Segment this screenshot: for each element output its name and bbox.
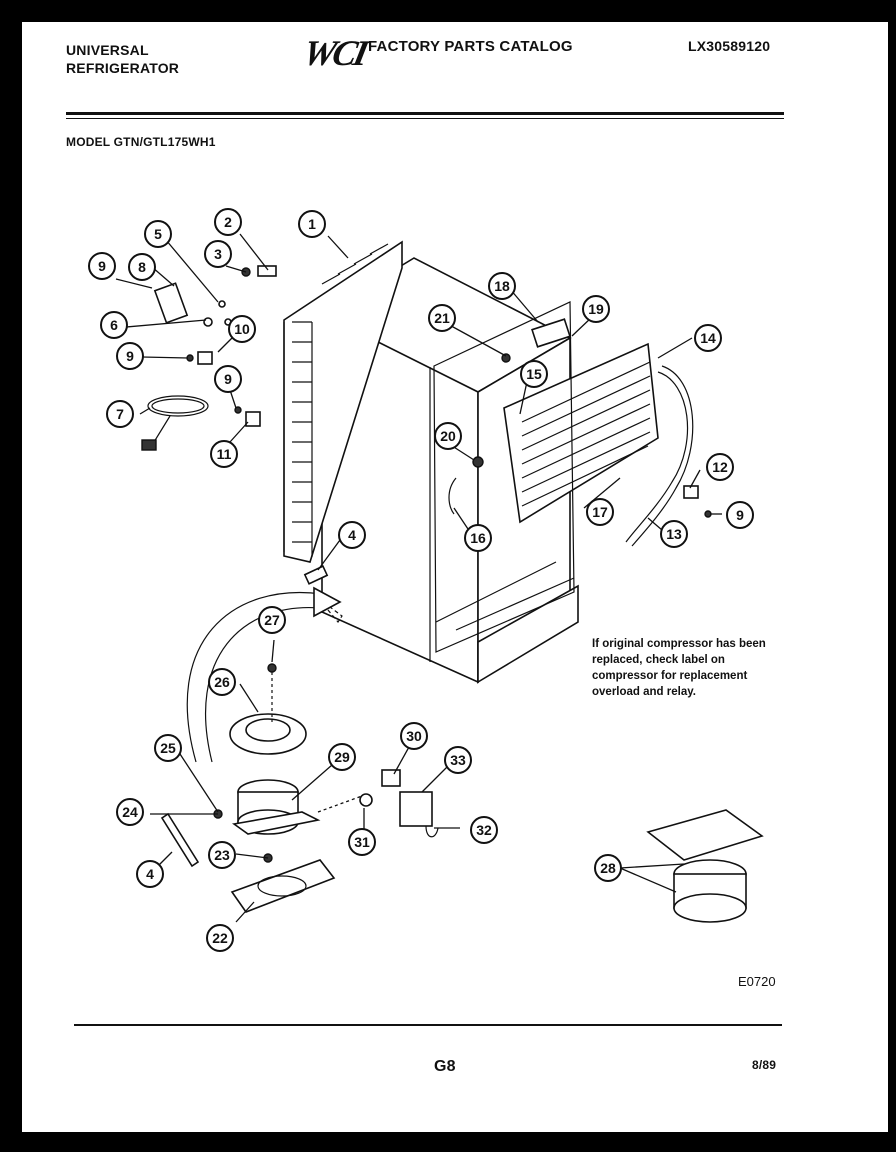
parts-catalog-page: UNIVERSAL REFRIGERATOR WCI FACTORY PARTS… xyxy=(22,22,888,1132)
callout-10-label: 10 xyxy=(234,321,250,337)
callout-6: 6 xyxy=(100,311,128,339)
evaporator xyxy=(503,342,694,547)
callout-4-a-label: 4 xyxy=(348,527,356,543)
diagram-code: E0720 xyxy=(738,974,776,989)
catalog-part-number: LX30589120 xyxy=(688,38,771,54)
callout-1: 1 xyxy=(298,210,326,238)
callout-1-label: 1 xyxy=(308,216,316,232)
callout-32: 32 xyxy=(470,816,498,844)
callout-19: 19 xyxy=(582,295,610,323)
callout-24-label: 24 xyxy=(122,804,138,820)
callout-7-label: 7 xyxy=(116,406,124,422)
catalog-title: FACTORY PARTS CATALOG xyxy=(368,38,573,55)
callout-9-b: 9 xyxy=(116,342,144,370)
callout-20: 20 xyxy=(434,422,462,450)
callout-15-label: 15 xyxy=(526,366,542,382)
callout-3: 3 xyxy=(204,240,232,268)
callout-10: 10 xyxy=(228,315,256,343)
callout-14: 14 xyxy=(694,324,722,352)
model-label: MODEL GTN/GTL175WH1 xyxy=(66,135,216,149)
callout-2: 2 xyxy=(214,208,242,236)
callout-31-label: 31 xyxy=(354,834,370,850)
callout-12-label: 12 xyxy=(712,459,728,475)
callout-32-label: 32 xyxy=(476,822,492,838)
callout-31: 31 xyxy=(348,828,376,856)
callout-6-label: 6 xyxy=(110,317,118,333)
callout-27-label: 27 xyxy=(264,612,280,628)
callout-22-label: 22 xyxy=(212,930,228,946)
callout-33: 33 xyxy=(444,746,472,774)
callout-15: 15 xyxy=(520,360,548,388)
callout-11: 11 xyxy=(210,440,238,468)
callout-29: 29 xyxy=(328,743,356,771)
callout-24: 24 xyxy=(116,798,144,826)
callout-8-label: 8 xyxy=(138,259,146,275)
callout-3-label: 3 xyxy=(214,246,222,262)
callout-13-label: 13 xyxy=(666,526,682,542)
callout-30: 30 xyxy=(400,722,428,750)
callout-2-label: 2 xyxy=(224,214,232,230)
callout-16-label: 16 xyxy=(470,530,486,546)
callout-7: 7 xyxy=(106,400,134,428)
condenser-coil xyxy=(283,240,403,563)
callout-33-label: 33 xyxy=(450,752,466,768)
callout-27: 27 xyxy=(258,606,286,634)
header-rule xyxy=(66,112,784,115)
callout-13: 13 xyxy=(660,520,688,548)
callout-18-label: 18 xyxy=(494,278,510,294)
callout-12: 12 xyxy=(706,453,734,481)
callout-9-a: 9 xyxy=(88,252,116,280)
callout-19-label: 19 xyxy=(588,301,604,317)
callout-26: 26 xyxy=(208,668,236,696)
callout-20-label: 20 xyxy=(440,428,456,444)
callout-5: 5 xyxy=(144,220,172,248)
callout-23-label: 23 xyxy=(214,847,230,863)
callout-29-label: 29 xyxy=(334,749,350,765)
callout-9-b-label: 9 xyxy=(126,348,134,364)
small-parts xyxy=(141,265,764,923)
callout-22: 22 xyxy=(206,924,234,952)
callout-4-b: 4 xyxy=(136,860,164,888)
brand-line-2: REFRIGERATOR xyxy=(66,60,180,76)
callout-18: 18 xyxy=(488,272,516,300)
callout-9-d-label: 9 xyxy=(736,507,744,523)
callout-8: 8 xyxy=(128,253,156,281)
callout-9-d: 9 xyxy=(726,501,754,529)
callout-16: 16 xyxy=(464,524,492,552)
page-number: G8 xyxy=(434,1058,456,1075)
header-rule-thin xyxy=(66,118,784,119)
brand-line-1: UNIVERSAL xyxy=(66,42,149,58)
callout-21: 21 xyxy=(428,304,456,332)
callout-14-label: 14 xyxy=(700,330,716,346)
callout-25-label: 25 xyxy=(160,740,176,756)
callout-23: 23 xyxy=(208,841,236,869)
callout-26-label: 26 xyxy=(214,674,230,690)
callout-17: 17 xyxy=(586,498,614,526)
callout-4-a: 4 xyxy=(338,521,366,549)
callout-9-c: 9 xyxy=(214,365,242,393)
catalog-date: 8/89 xyxy=(752,1058,777,1072)
callout-9-c-label: 9 xyxy=(224,371,232,387)
callout-4-b-label: 4 xyxy=(146,866,154,882)
callout-17-label: 17 xyxy=(592,504,608,520)
callout-30-label: 30 xyxy=(406,728,422,744)
compressor-replacement-note: If original compressor has been replaced… xyxy=(592,638,766,698)
callout-9-a-label: 9 xyxy=(98,258,106,274)
callout-5-label: 5 xyxy=(154,226,162,242)
callout-28: 28 xyxy=(594,854,622,882)
footer-rule xyxy=(74,1024,782,1026)
callout-25: 25 xyxy=(154,734,182,762)
callout-21-label: 21 xyxy=(434,310,450,326)
callout-28-label: 28 xyxy=(600,860,616,876)
callout-11-label: 11 xyxy=(217,446,232,462)
cabinet-liner xyxy=(433,301,575,653)
exploded-parts-diagram: 1 2 3 5 9 8 6 10 9 9 7 11 18 21 19 14 15… xyxy=(88,208,764,952)
